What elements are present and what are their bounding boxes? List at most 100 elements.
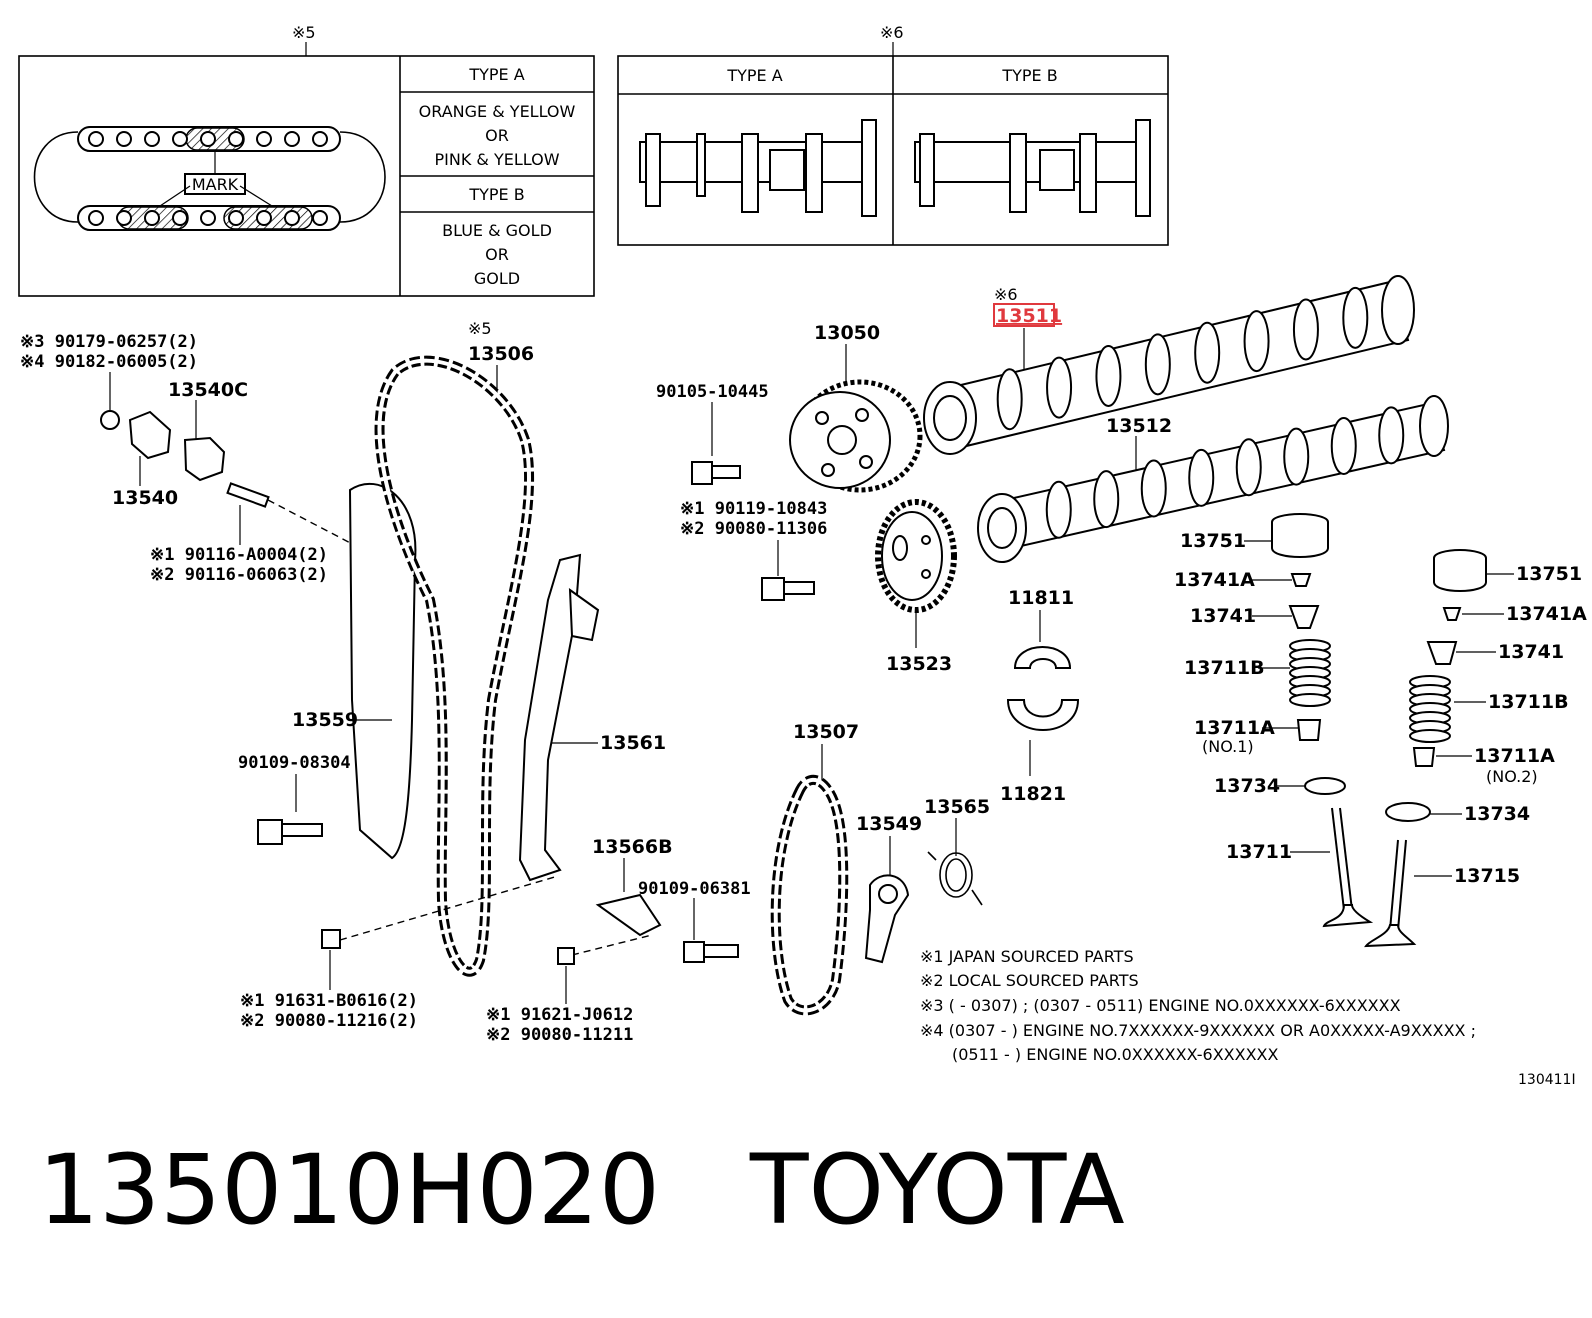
label-11821: 11821 bbox=[1000, 783, 1066, 805]
legend-type-b-header: TYPE B bbox=[468, 185, 524, 204]
label-13711b-left: 13711B bbox=[1184, 657, 1265, 679]
legend-ref-5: ※5 bbox=[292, 23, 316, 42]
cam-lobe bbox=[1330, 416, 1357, 475]
valve-seal-13711a-right bbox=[1412, 747, 1436, 767]
camshaft-type-b-illustration bbox=[914, 119, 1151, 217]
camshaft-type-legend: ※6 TYPE A TYPE B bbox=[617, 23, 1169, 246]
label-13050: 13050 bbox=[814, 322, 880, 344]
chain-pin bbox=[172, 131, 188, 147]
chain-pin bbox=[284, 210, 300, 226]
label-90179: ※3 90179-06257(2) bbox=[20, 332, 198, 352]
chain-mark-legend: ※5 TYPE A ORANGE & YELLOW OR PINK & YELL… bbox=[18, 23, 595, 297]
spring-13565 bbox=[927, 851, 983, 906]
legend-type-a-line1: ORANGE & YELLOW bbox=[419, 102, 576, 121]
legend-ref-6: ※6 bbox=[880, 23, 904, 42]
label-13540: 13540 bbox=[112, 487, 178, 509]
chain-pin bbox=[172, 210, 188, 226]
valve-keeper-13741a-left bbox=[1290, 573, 1312, 587]
cam-lobe bbox=[1046, 356, 1073, 419]
chain-pin bbox=[284, 131, 300, 147]
camshaft-type-a-illustration bbox=[639, 119, 877, 217]
label-90080-11306: ※2 90080-11306 bbox=[680, 519, 827, 539]
label-13734-right: 13734 bbox=[1464, 803, 1530, 825]
label-13523: 13523 bbox=[886, 653, 952, 675]
label-13566b: 13566B bbox=[592, 836, 673, 858]
chain-pin bbox=[256, 210, 272, 226]
nut-icon bbox=[100, 410, 120, 430]
exhaust-valve-13715 bbox=[1364, 839, 1417, 948]
camshaft-sprocket-13523 bbox=[875, 499, 957, 613]
label-90116-a: ※1 90116-A0004(2) bbox=[150, 545, 328, 565]
spring-coil bbox=[1409, 729, 1451, 743]
oil-pump-chain-13507 bbox=[770, 774, 849, 1016]
legend-type-b-line2: OR bbox=[485, 245, 509, 264]
spring-coil bbox=[1289, 693, 1331, 707]
bolt-icon-91631 bbox=[321, 929, 341, 949]
chain-pin bbox=[144, 131, 160, 147]
camshaft-13512 bbox=[977, 395, 1449, 563]
camshaft-type-a-header: TYPE A bbox=[726, 66, 782, 85]
cam-lobe bbox=[1188, 448, 1215, 507]
chain-pin bbox=[228, 210, 244, 226]
legend-type-b-line1: BLUE & GOLD bbox=[442, 221, 552, 240]
camshaft-timing-gear-13050 bbox=[789, 379, 923, 493]
label-13506: 13506 bbox=[468, 343, 534, 365]
legend-type-a-header: TYPE A bbox=[468, 65, 524, 84]
spring-seat-13734-left bbox=[1304, 777, 1346, 795]
bearing-upper-11811 bbox=[1013, 646, 1072, 669]
label-13561: 13561 bbox=[600, 732, 666, 754]
label-13734-left: 13734 bbox=[1214, 775, 1280, 797]
bolt-icon-90119 bbox=[761, 577, 785, 601]
tensioner-gasket-icon bbox=[183, 436, 226, 482]
chain-pin bbox=[200, 131, 216, 147]
label-13741a-left: 13741A bbox=[1174, 569, 1255, 591]
note-3: ※3 ( - 0307) ; (0307 - 0511) ENGINE NO.0… bbox=[920, 996, 1401, 1015]
label-91631: ※1 91631-B0616(2) bbox=[240, 991, 418, 1011]
bearing-lower-11821 bbox=[1006, 699, 1080, 731]
tensioner-body-icon bbox=[128, 410, 172, 460]
spring-retainer-13741-left bbox=[1288, 605, 1320, 629]
label-13751-right: 13751 bbox=[1516, 563, 1582, 585]
label-13511: 13511 bbox=[996, 305, 1062, 327]
footnotes: ※1 JAPAN SOURCED PARTS ※2 LOCAL SOURCED … bbox=[920, 947, 1576, 1088]
label-13715: 13715 bbox=[1454, 865, 1520, 887]
label-13540c: 13540C bbox=[168, 379, 248, 401]
note-2: ※2 LOCAL SOURCED PARTS bbox=[920, 971, 1139, 990]
valve-spring-13711b-right bbox=[1409, 675, 1451, 743]
label-90182: ※4 90182-06005(2) bbox=[20, 352, 198, 372]
spring-retainer-13741-right bbox=[1426, 641, 1458, 665]
camshaft-13511 bbox=[923, 275, 1415, 455]
label-91621: ※1 91621-J0612 bbox=[486, 1005, 633, 1025]
cam-lobe bbox=[1235, 438, 1262, 497]
chain-pin bbox=[312, 131, 328, 147]
legend-type-b-line3: GOLD bbox=[474, 269, 520, 288]
cam-lobe bbox=[1140, 459, 1167, 518]
label-13751-left: 13751 bbox=[1180, 530, 1246, 552]
label-13741a-right: 13741A bbox=[1506, 603, 1587, 625]
label-11811: 11811 bbox=[1008, 587, 1074, 609]
legend-type-a-line3: PINK & YELLOW bbox=[434, 150, 559, 169]
label-13559: 13559 bbox=[292, 709, 358, 731]
chain-pin bbox=[200, 210, 216, 226]
highlight-box-13511 bbox=[993, 303, 1055, 327]
label-90080-11211: ※2 90080-11211 bbox=[486, 1025, 633, 1045]
label-no2: (NO.2) bbox=[1486, 767, 1538, 786]
valve-spring-13711b-left bbox=[1289, 639, 1331, 707]
cam-lobe bbox=[1093, 470, 1120, 529]
label-no1: (NO.1) bbox=[1202, 737, 1254, 756]
label-13549: 13549 bbox=[856, 813, 922, 835]
cam-lobe bbox=[1095, 344, 1122, 407]
label-13711b-right: 13711B bbox=[1488, 691, 1569, 713]
valve-seal-13711a-left bbox=[1296, 719, 1322, 741]
cam-lobe bbox=[1243, 310, 1270, 373]
label-90119: ※1 90119-10843 bbox=[680, 499, 827, 519]
mark-label: MARK bbox=[192, 175, 239, 194]
label-13711: 13711 bbox=[1226, 841, 1292, 863]
intake-valve-13711 bbox=[1322, 807, 1374, 928]
chain-pin bbox=[144, 210, 160, 226]
label-13512: 13512 bbox=[1106, 415, 1172, 437]
note-4: ※4 (0307 - ) ENGINE NO.7XXXXXX-9XXXXXX O… bbox=[920, 1021, 1476, 1040]
chain-damper-13566b bbox=[595, 893, 662, 937]
